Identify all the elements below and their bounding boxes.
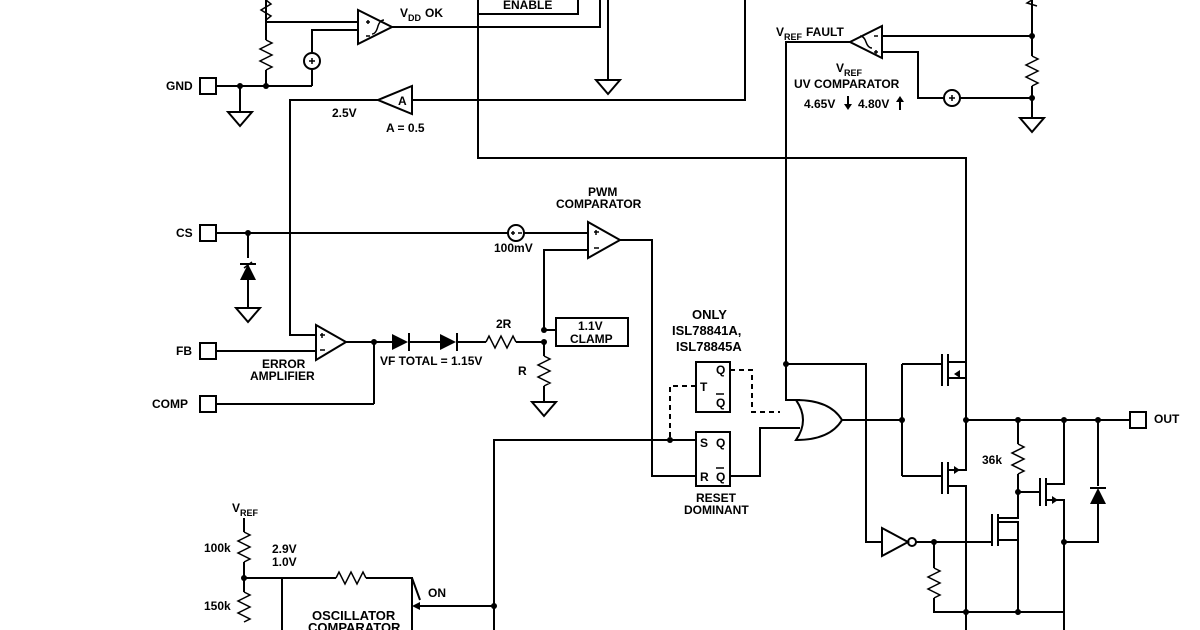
svg-text:Q: Q <box>716 396 725 410</box>
mv100-label: 100mV <box>494 241 533 255</box>
uv-vref-label: VREF <box>836 61 863 78</box>
r100k-label: 100k <box>204 541 231 555</box>
amplifier-label: AMPLIFIER <box>250 369 315 383</box>
r150k-label: 150k <box>204 599 231 613</box>
pulldown-network: 36k <box>982 420 1106 612</box>
out-pin-label: OUT <box>1154 412 1180 426</box>
r36k-label: 36k <box>982 453 1002 467</box>
diode-chain: 2R VF TOTAL = 1.15V <box>380 317 544 368</box>
out-pin: OUT <box>1129 411 1180 429</box>
uv-low-threshold: 4.65V <box>804 97 835 111</box>
svg-text:A: A <box>398 94 407 108</box>
error-amplifier: ERROR AMPLIFIER <box>250 323 392 404</box>
offset-100mv: 100mV <box>494 224 588 255</box>
svg-text:Q: Q <box>716 363 725 377</box>
comp-pin: COMP <box>152 395 374 413</box>
inverter <box>881 526 1065 630</box>
toggle-flip-flop: T Q Q <box>667 361 780 443</box>
v29-label: 2.9V <box>272 542 297 556</box>
r-label: R <box>518 364 527 378</box>
v25-label: 2.5V <box>332 106 357 120</box>
vref-osc-label: VREF <box>232 501 259 518</box>
reset-label: RESET <box>696 491 737 505</box>
vref-uv-comparator <box>785 0 1047 364</box>
fb-pin: FB <box>176 342 316 360</box>
uv-comparator-label: UV COMPARATOR <box>794 77 900 91</box>
svg-text:T: T <box>700 380 708 394</box>
clamp-voltage: 1.1V <box>578 319 603 333</box>
on-label: ON <box>428 586 446 600</box>
gnd-symbol-top <box>593 0 623 96</box>
enable-label: ENABLE <box>503 0 552 12</box>
vdd-divider <box>258 0 358 89</box>
svg-text:S: S <box>700 436 708 450</box>
enable-wire <box>477 14 967 420</box>
only-label: ONLY <box>692 307 727 322</box>
reference-buffer-amp: A 2.5V A = 0.5 <box>289 84 425 336</box>
pwm-comparator-label: COMPARATOR <box>556 197 642 211</box>
svg-text:R: R <box>700 470 709 484</box>
svg-text:Q: Q <box>716 470 725 484</box>
sr-latch: S Q R Q RESET DOMINANT <box>493 427 800 630</box>
vdd-ok-comparator <box>303 0 601 86</box>
pwm-label: PWM <box>588 185 617 199</box>
pwm-comparator: PWM COMPARATOR <box>543 185 670 477</box>
clamp-label: CLAMP <box>570 332 613 346</box>
gain-label: A = 0.5 <box>386 121 425 135</box>
osc-switch: ON <box>411 577 497 610</box>
clamp-node: 1.1V CLAMP R <box>518 317 629 418</box>
output-driver <box>899 340 1130 612</box>
comp-pin-label: COMP <box>152 397 188 411</box>
vf-total-label: VF TOTAL = 1.15V <box>380 354 482 368</box>
v10-label: 1.0V <box>272 555 297 569</box>
fb-pin-label: FB <box>176 344 192 358</box>
oscillator-divider: 100k 150k 2.9V 1.0V <box>204 518 413 630</box>
oscillator-label: OSCILLATOR <box>312 608 396 623</box>
or-gate <box>783 361 902 543</box>
error-label: ERROR <box>262 357 306 371</box>
r2-label: 2R <box>496 317 512 331</box>
gnd-pin: GND <box>166 77 312 128</box>
isl78841a-label: ISL78841A, <box>672 323 741 338</box>
uv-high-threshold: 4.80V <box>858 97 889 111</box>
osc-comparator-label: COMPARATOR <box>308 620 401 630</box>
gnd-pin-label: GND <box>166 79 193 93</box>
dominant-label: DOMINANT <box>684 503 749 517</box>
ref-wire <box>412 0 746 101</box>
cs-pin: CS <box>176 224 508 324</box>
cs-pin-label: CS <box>176 226 193 240</box>
svg-text:Q: Q <box>716 436 725 450</box>
isl78845a-label: ISL78845A <box>676 339 742 354</box>
enable-block: ENABLE <box>477 0 579 15</box>
